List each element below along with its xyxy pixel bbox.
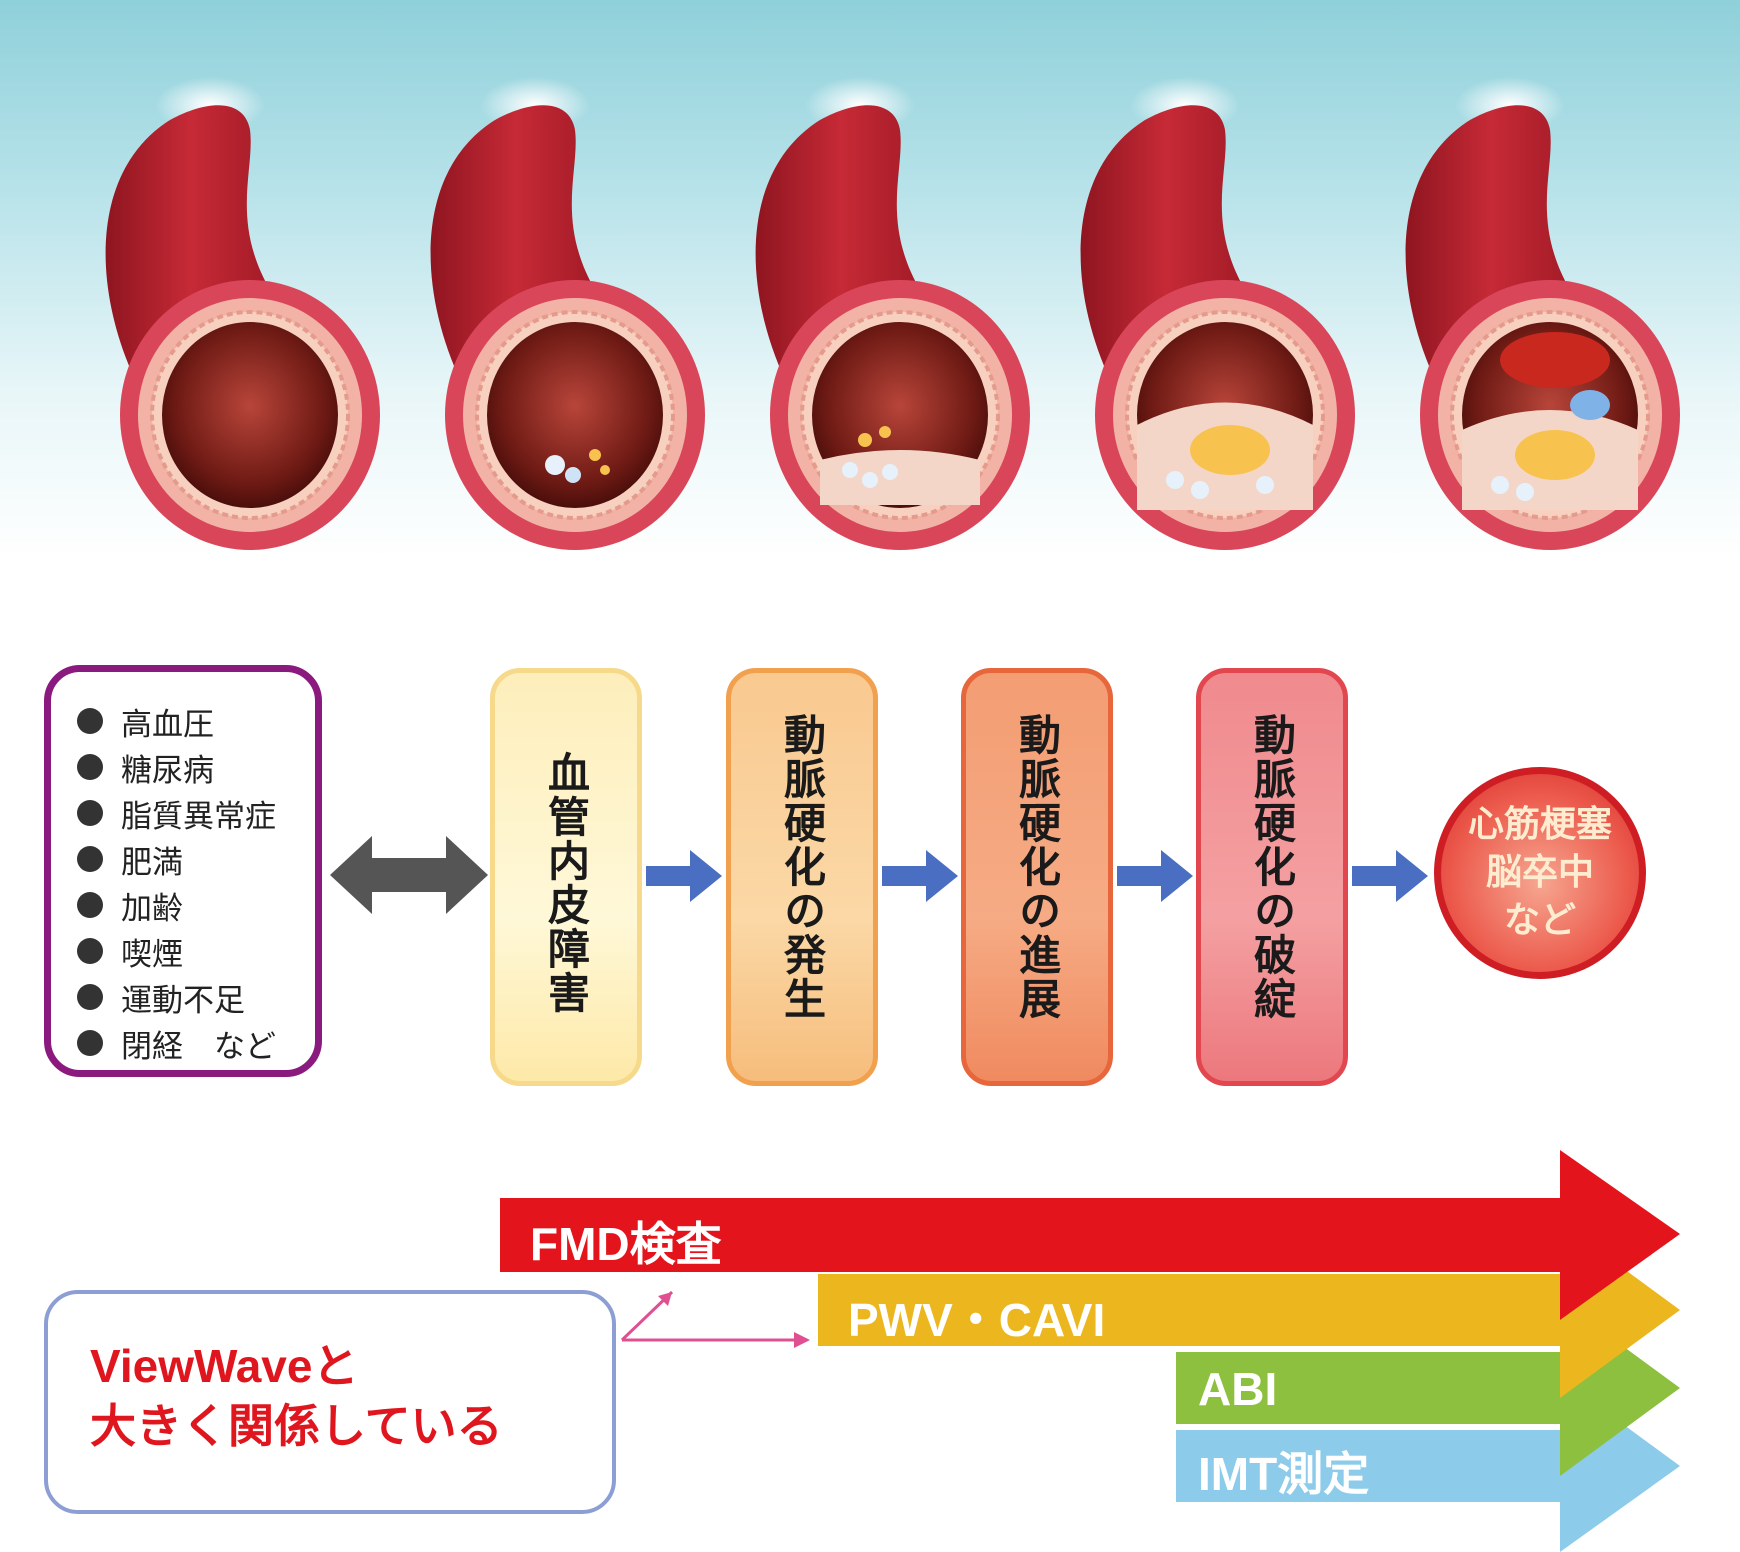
flow-arrow-icon <box>646 850 722 902</box>
test-arrows <box>500 1150 1680 1552</box>
viewwave-line-2: 大きく関係している <box>90 1400 503 1452</box>
abi-arrow <box>1176 1300 1680 1476</box>
fmd-label: FMD検査 <box>530 1218 722 1270</box>
list-item: 糖尿病 <box>77 744 315 790</box>
stage-progression: 動脈硬化の進展 <box>961 668 1113 1086</box>
flow-arrow-icon <box>1352 850 1428 902</box>
risk-factor-list: 高血圧 糖尿病 脂質異常症 肥満 加齢 喫煙 運動不足 閉経 など <box>51 672 315 1066</box>
flow-arrow-icon <box>1117 850 1193 902</box>
stage-endothelial-damage: 血管内皮障害 <box>490 668 642 1086</box>
viewwave-line-1: ViewWaveと <box>90 1340 359 1392</box>
list-item: 脂質異常症 <box>77 790 315 836</box>
list-item: 加齢 <box>77 882 315 928</box>
stage-onset: 動脈硬化の発生 <box>726 668 878 1086</box>
stage-rupture: 動脈硬化の破綻 <box>1196 668 1348 1086</box>
viewwave-box: ViewWaveと 大きく関係している <box>44 1290 616 1514</box>
bullet-icon <box>77 892 103 918</box>
bullet-icon <box>77 984 103 1010</box>
flow-arrow-icon <box>882 850 958 902</box>
bullet-icon <box>77 800 103 826</box>
vessel-rupture <box>1405 77 1680 550</box>
pwv-arrow <box>818 1222 1680 1398</box>
fmd-arrow <box>500 1150 1680 1320</box>
vessel-progression <box>1080 77 1355 550</box>
outcome-circle: 心筋梗塞 脳卒中 など <box>1434 767 1646 979</box>
list-item: 高血圧 <box>77 698 315 744</box>
list-item: 閉経 など <box>77 1020 315 1066</box>
bullet-icon <box>77 938 103 964</box>
imt-label: IMT測定 <box>1198 1448 1370 1500</box>
vessel-endothelial-damage <box>430 77 705 550</box>
bullet-icon <box>77 846 103 872</box>
pwv-cavi-label: PWV・CAVI <box>848 1294 1106 1346</box>
abi-label: ABI <box>1198 1363 1278 1415</box>
list-item: 喫煙 <box>77 928 315 974</box>
list-item: 運動不足 <box>77 974 315 1020</box>
bullet-icon <box>77 754 103 780</box>
double-arrow-icon <box>330 836 488 914</box>
imt-arrow <box>1176 1378 1680 1552</box>
risk-factor-box: 高血圧 糖尿病 脂質異常症 肥満 加齢 喫煙 運動不足 閉経 など <box>44 665 322 1077</box>
vessel-normal <box>105 77 380 550</box>
vessel-onset <box>755 77 1030 550</box>
list-item: 肥満 <box>77 836 315 882</box>
bullet-icon <box>77 1030 103 1056</box>
bullet-icon <box>77 708 103 734</box>
pointer-arrows-icon <box>620 1290 810 1348</box>
